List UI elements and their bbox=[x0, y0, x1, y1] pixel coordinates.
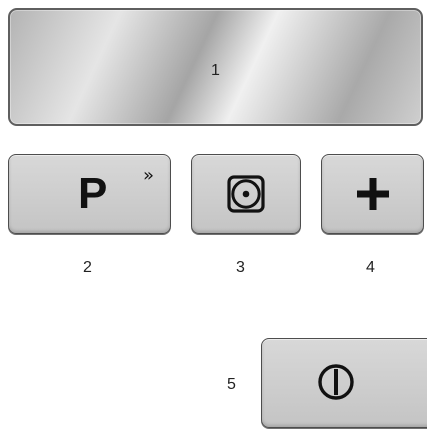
timer-button-label: 3 bbox=[236, 259, 245, 276]
double-chevron-icon: » bbox=[143, 165, 155, 186]
program-p-glyph: P bbox=[78, 169, 108, 218]
timer-dot-icon bbox=[227, 175, 265, 213]
display-panel: 1 bbox=[8, 8, 423, 126]
power-button-label: 5 bbox=[227, 376, 236, 393]
plus-button[interactable] bbox=[321, 154, 424, 234]
program-button-label: 2 bbox=[83, 259, 92, 276]
plus-icon bbox=[356, 178, 389, 210]
plus-button-label: 4 bbox=[366, 259, 375, 276]
power-icon bbox=[318, 364, 354, 400]
program-button[interactable]: P » bbox=[8, 154, 171, 234]
display-label: 1 bbox=[211, 62, 220, 79]
power-button[interactable] bbox=[261, 338, 427, 428]
power-button-clip bbox=[259, 336, 427, 429]
timer-button[interactable] bbox=[191, 154, 301, 234]
